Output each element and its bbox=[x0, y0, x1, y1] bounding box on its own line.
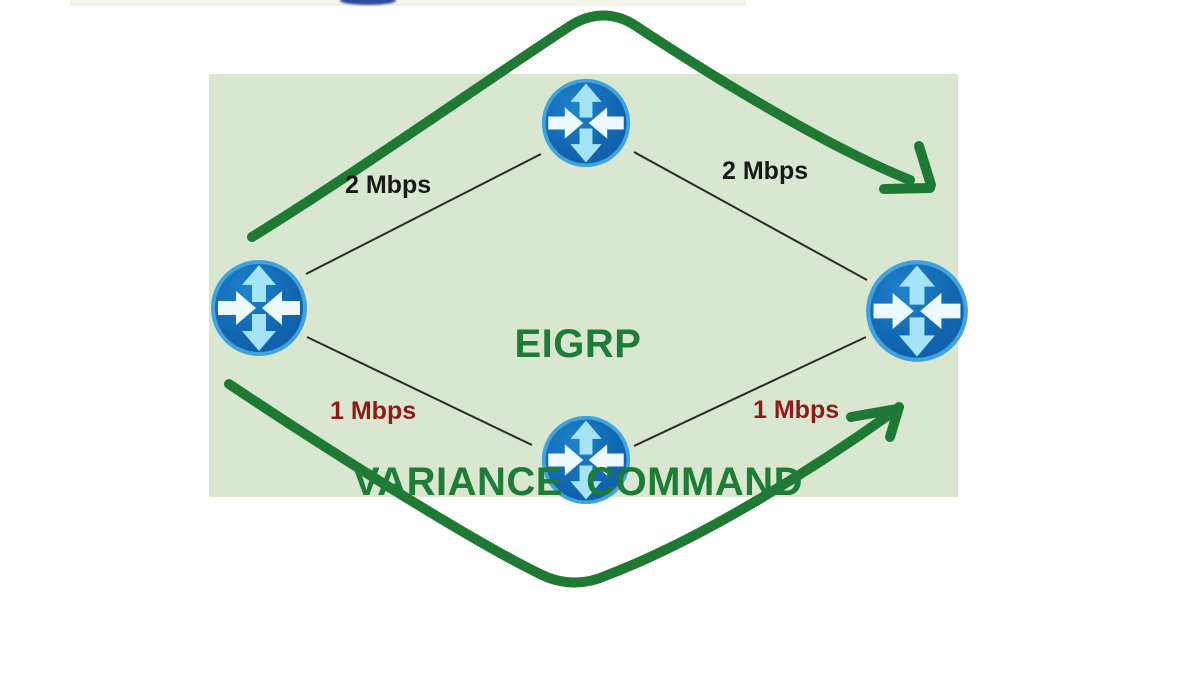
router-top bbox=[540, 77, 632, 169]
link-left-top bbox=[305, 153, 542, 275]
router-icon bbox=[541, 78, 631, 168]
cropped-header-strip bbox=[70, 0, 746, 6]
link-left-bottom bbox=[306, 336, 533, 446]
diagram-title-line2: VARIANCE COMMAND bbox=[353, 460, 803, 504]
flow-arrow-top-head bbox=[914, 141, 936, 190]
flow-arrow-bottom-path bbox=[224, 379, 898, 588]
router-icon bbox=[866, 260, 968, 362]
router-bottom bbox=[540, 414, 632, 506]
router-icon bbox=[541, 415, 631, 505]
diagram-title: EIGRP VARIANCE COMMAND bbox=[353, 229, 803, 597]
link-bottom-right bbox=[633, 336, 867, 447]
link-top-right bbox=[633, 151, 868, 281]
bandwidth-label-bottom-left: 1 Mbps bbox=[330, 397, 417, 425]
bandwidth-label-top-right: 2 Mbps bbox=[722, 157, 809, 185]
cropped-logo-icon bbox=[340, 0, 396, 5]
bandwidth-label-top-left: 2 Mbps bbox=[345, 171, 432, 199]
router-icon bbox=[211, 260, 307, 356]
diagram-title-line1: EIGRP bbox=[514, 322, 642, 366]
bandwidth-label-bottom-right: 1 Mbps bbox=[753, 396, 840, 424]
flow-arrow-top-path bbox=[247, 10, 915, 242]
flow-arrow-bottom-head-bar bbox=[885, 402, 904, 442]
router-left bbox=[209, 258, 309, 358]
flow-arrow-bottom-head bbox=[846, 404, 902, 422]
flow-arrow-top-head-bar bbox=[879, 183, 935, 194]
router-right bbox=[864, 258, 970, 364]
